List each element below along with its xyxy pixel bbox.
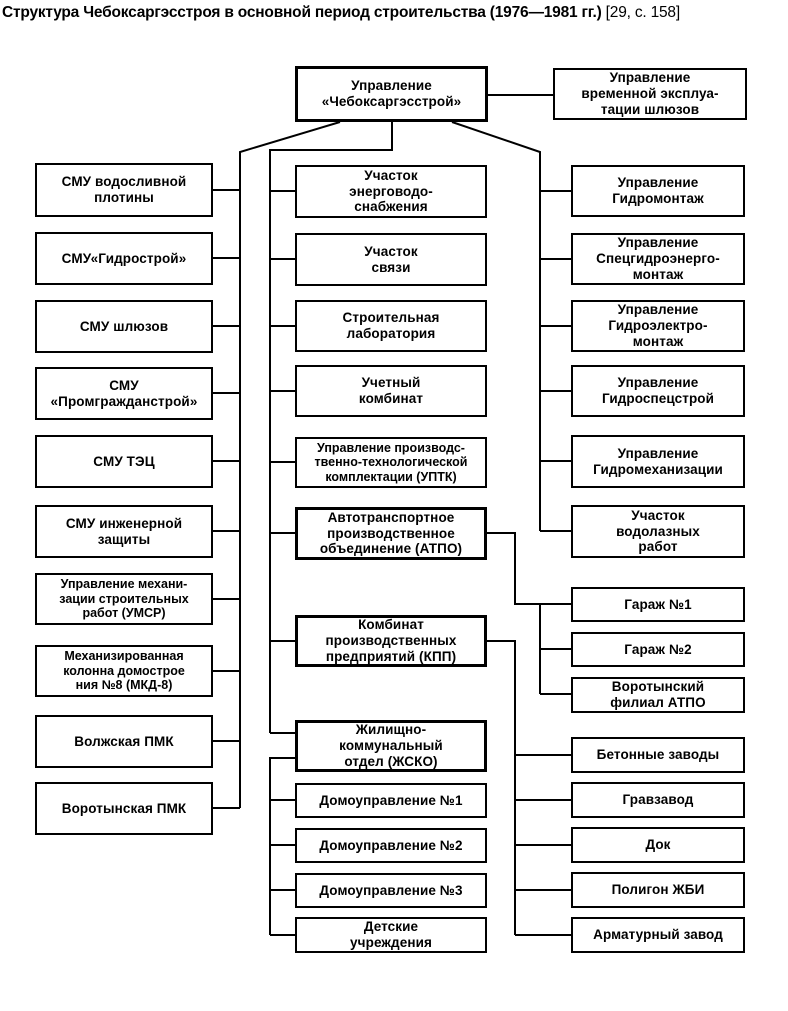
node-umsr: Управление механи- зации строительных ра… <box>35 573 213 625</box>
node-smu-tec: СМУ ТЭЦ <box>35 435 213 488</box>
edges-garage-branch <box>487 532 571 695</box>
node-detskie-uchrezhdeniya: Детские учреждения <box>295 917 487 953</box>
node-armaturny-zavod: Арматурный завод <box>571 917 745 953</box>
edges-center-branch <box>269 122 393 734</box>
diagram-title-reference: [29, с. 158] <box>605 4 680 21</box>
node-upravlenie-vremennoy-ekspluatacii-shlyuzov: Управление временной эксплуа- тации шлюз… <box>553 68 747 120</box>
node-poligon-zhbi: Полигон ЖБИ <box>571 872 745 908</box>
node-zhsko: Жилищно- коммунальный отдел (ЖСКО) <box>295 720 487 772</box>
node-upravlenie-gidromontazh: Управление Гидромонтаж <box>571 165 745 217</box>
node-domoupravlenie-2: Домоуправление №2 <box>295 828 487 863</box>
node-smu-gidrostroy: СМУ«Гидрострой» <box>35 232 213 285</box>
node-domoupravlenie-3: Домоуправление №3 <box>295 873 487 908</box>
node-uchastok-energovodosnabzheniya: Участок энерговодо- снабжения <box>295 165 487 218</box>
node-dok: Док <box>571 827 745 863</box>
node-kpp: Комбинат производственных предприятий (К… <box>295 615 487 667</box>
node-upravlenie-gidromekhanizacii: Управление Гидромеханизации <box>571 435 745 488</box>
node-garazh-2: Гараж №2 <box>571 632 745 667</box>
node-smu-inzhenernoy-zashchity: СМУ инженерной защиты <box>35 505 213 558</box>
node-smu-shlyuzov: СМУ шлюзов <box>35 300 213 353</box>
node-uchastok-svyazi: Участок связи <box>295 233 487 286</box>
node-uchetny-kombinat: Учетный комбинат <box>295 365 487 417</box>
node-domoupravlenie-1: Домоуправление №1 <box>295 783 487 818</box>
edges-left-branch <box>213 121 341 809</box>
node-atpo: Автотранспортное производственное объеди… <box>295 507 487 560</box>
node-vorotynskiy-filial-atpo: Воротынский филиал АТПО <box>571 677 745 713</box>
node-uptk: Управление производс- твенно-технологиче… <box>295 437 487 488</box>
edges-right-branch <box>451 121 571 532</box>
node-smu-vodoslivnoy-plotiny: СМУ водосливной плотины <box>35 163 213 217</box>
edges-housing-branch <box>269 757 295 936</box>
node-volzhskaya-pmk: Волжская ПМК <box>35 715 213 768</box>
node-upravlenie-gidroelektromontazh: Управление Гидроэлектро- монтаж <box>571 300 745 352</box>
edges-plants-branch <box>487 640 571 936</box>
diagram-title: Структура Чебоксаргэсстроя в основной пе… <box>2 3 786 22</box>
node-uchastok-vodolaznykh-rabot: Участок водолазных работ <box>571 505 745 558</box>
node-betonnye-zavody: Бетонные заводы <box>571 737 745 773</box>
node-upravlenie-gidrospecstroy: Управление Гидроспецстрой <box>571 365 745 417</box>
node-smu-promgrazhdanstroy: СМУ «Промгражданстрой» <box>35 367 213 420</box>
node-mkd-8: Механизированная колонна домострое ния №… <box>35 645 213 697</box>
node-upravlenie-specgidroenergomontazh: Управление Спецгидроэнерго- монтаж <box>571 233 745 285</box>
diagram-title-text: Структура Чебоксаргэсстроя в основной пе… <box>2 4 602 21</box>
node-vorotynskaya-pmk: Воротынская ПМК <box>35 782 213 835</box>
node-garazh-1: Гараж №1 <box>571 587 745 622</box>
node-stroitelnaya-laboratoriya: Строительная лаборатория <box>295 300 487 352</box>
node-upravlenie-cheboksargesstroy: Управление «Чебоксаргэсстрой» <box>295 66 488 122</box>
node-gravzavod: Гравзавод <box>571 782 745 818</box>
